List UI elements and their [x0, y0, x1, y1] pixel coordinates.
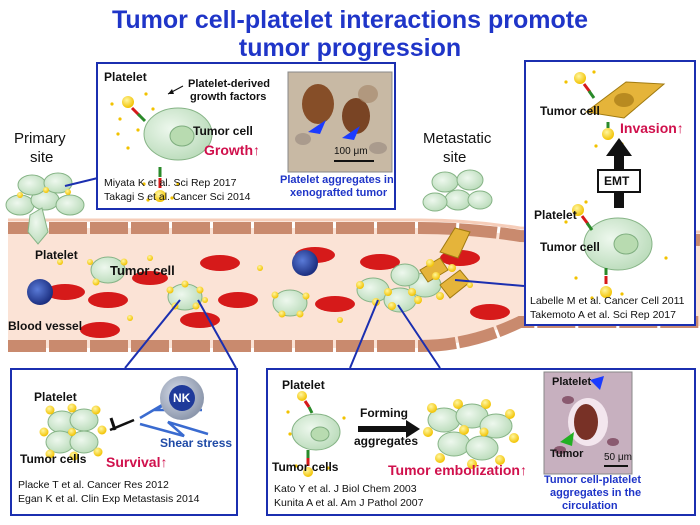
embolization-ref-1: Kato Y et al. J Biol Chem 2003 — [274, 483, 417, 495]
growth-panel: Platelet Platelet-derived growth factors… — [96, 62, 396, 210]
embolization-caption-2: aggregates in the — [550, 487, 642, 499]
title-line2: tumor progression — [238, 34, 462, 62]
emt-label: EMT — [604, 174, 630, 188]
embolization-outcome: Tumor embolization↑ — [388, 462, 527, 478]
survival-ref-2: Egan K et al. Clin Exp Metastasis 2014 — [18, 493, 200, 505]
embolization-platelet-label: Platelet — [282, 378, 325, 392]
metastatic-site-cluster — [422, 169, 493, 212]
growth-outcome: Growth↑ — [204, 142, 260, 158]
blood-vessel-label: Blood vessel — [8, 319, 83, 333]
growth-factors-label-1: Platelet-derived — [188, 78, 270, 90]
survival-platelet-label: Platelet — [34, 390, 77, 404]
metastatic-site-label-1: Metastatic — [423, 130, 492, 147]
invasion-tumor-cell-bottom-label: Tumor cell — [540, 240, 600, 254]
micro-platelet-label: Platelet — [552, 376, 592, 388]
embolization-illustration — [286, 371, 633, 477]
invasion-ref-2: Takemoto A et al. Sci Rep 2017 — [530, 309, 676, 321]
survival-ref-1: Placke T et al. Cancer Res 2012 — [18, 479, 169, 491]
forming-label-1: Forming — [360, 406, 408, 420]
nk-label: NK — [173, 391, 191, 405]
survival-panel: Platelet NK Shear stress Tumor cells Sur… — [10, 368, 238, 516]
embolization-ref-2: Kunita A et al. Am J Pathol 2007 — [274, 497, 424, 509]
invasion-tumor-cell-label: Tumor cell — [540, 104, 600, 118]
title-line1: Tumor cell-platelet interactions promote — [111, 6, 588, 34]
embolization-tumor-cells-label: Tumor cells — [272, 460, 339, 474]
vessel-tumor-cell-label: Tumor cell — [110, 263, 175, 278]
growth-factors-label-2: growth factors — [190, 91, 267, 103]
growth-illustration — [110, 71, 393, 202]
growth-caption-1: Platelet aggregates in — [280, 174, 394, 186]
growth-tumor-cell-label: Tumor cell — [193, 124, 253, 138]
vessel-platelet-label: Platelet — [35, 248, 78, 262]
growth-ref-1: Miyata K et al. Sci Rep 2017 — [104, 177, 237, 189]
invasion-ref-1: Labelle M et al. Cancer Cell 2011 — [530, 295, 685, 307]
survival-outcome: Survival↑ — [106, 454, 168, 470]
invasion-panel: Tumor cell Invasion↑ EMT Platelet Tumor … — [524, 60, 696, 326]
micro-scale: 50 μm — [604, 452, 632, 463]
invasion-platelet-label: Platelet — [534, 208, 577, 222]
primary-site-label-2: site — [30, 149, 54, 166]
invasion-outcome: Invasion↑ — [620, 120, 684, 136]
embolization-panel: Platelet Tumor cells Forming aggregates … — [266, 368, 696, 516]
shear-stress-label: Shear stress — [160, 436, 233, 450]
invasion-illustration — [564, 70, 668, 300]
survival-illustration — [39, 376, 209, 461]
white-blood-cells — [27, 250, 318, 305]
embolization-caption-1: Tumor cell-platelet — [544, 474, 641, 486]
growth-ref-2: Takagi S et al. Cancer Sci 2014 — [104, 191, 251, 203]
growth-caption-2: xenografted tumor — [290, 187, 388, 199]
vessel-tumor-cells — [90, 256, 442, 317]
growth-platelet-label: Platelet — [104, 70, 147, 84]
embolization-caption-3: circulation — [562, 500, 618, 512]
micro-tumor-label: Tumor — [550, 448, 584, 460]
metastatic-site-label-2: site — [443, 149, 467, 166]
survival-tumor-cells-label: Tumor cells — [20, 452, 87, 466]
primary-site-label-1: Primary — [14, 130, 66, 147]
primary-site-cluster — [5, 172, 85, 245]
forming-label-2: aggregates — [354, 434, 419, 448]
growth-scale: 100 μm — [334, 146, 368, 157]
